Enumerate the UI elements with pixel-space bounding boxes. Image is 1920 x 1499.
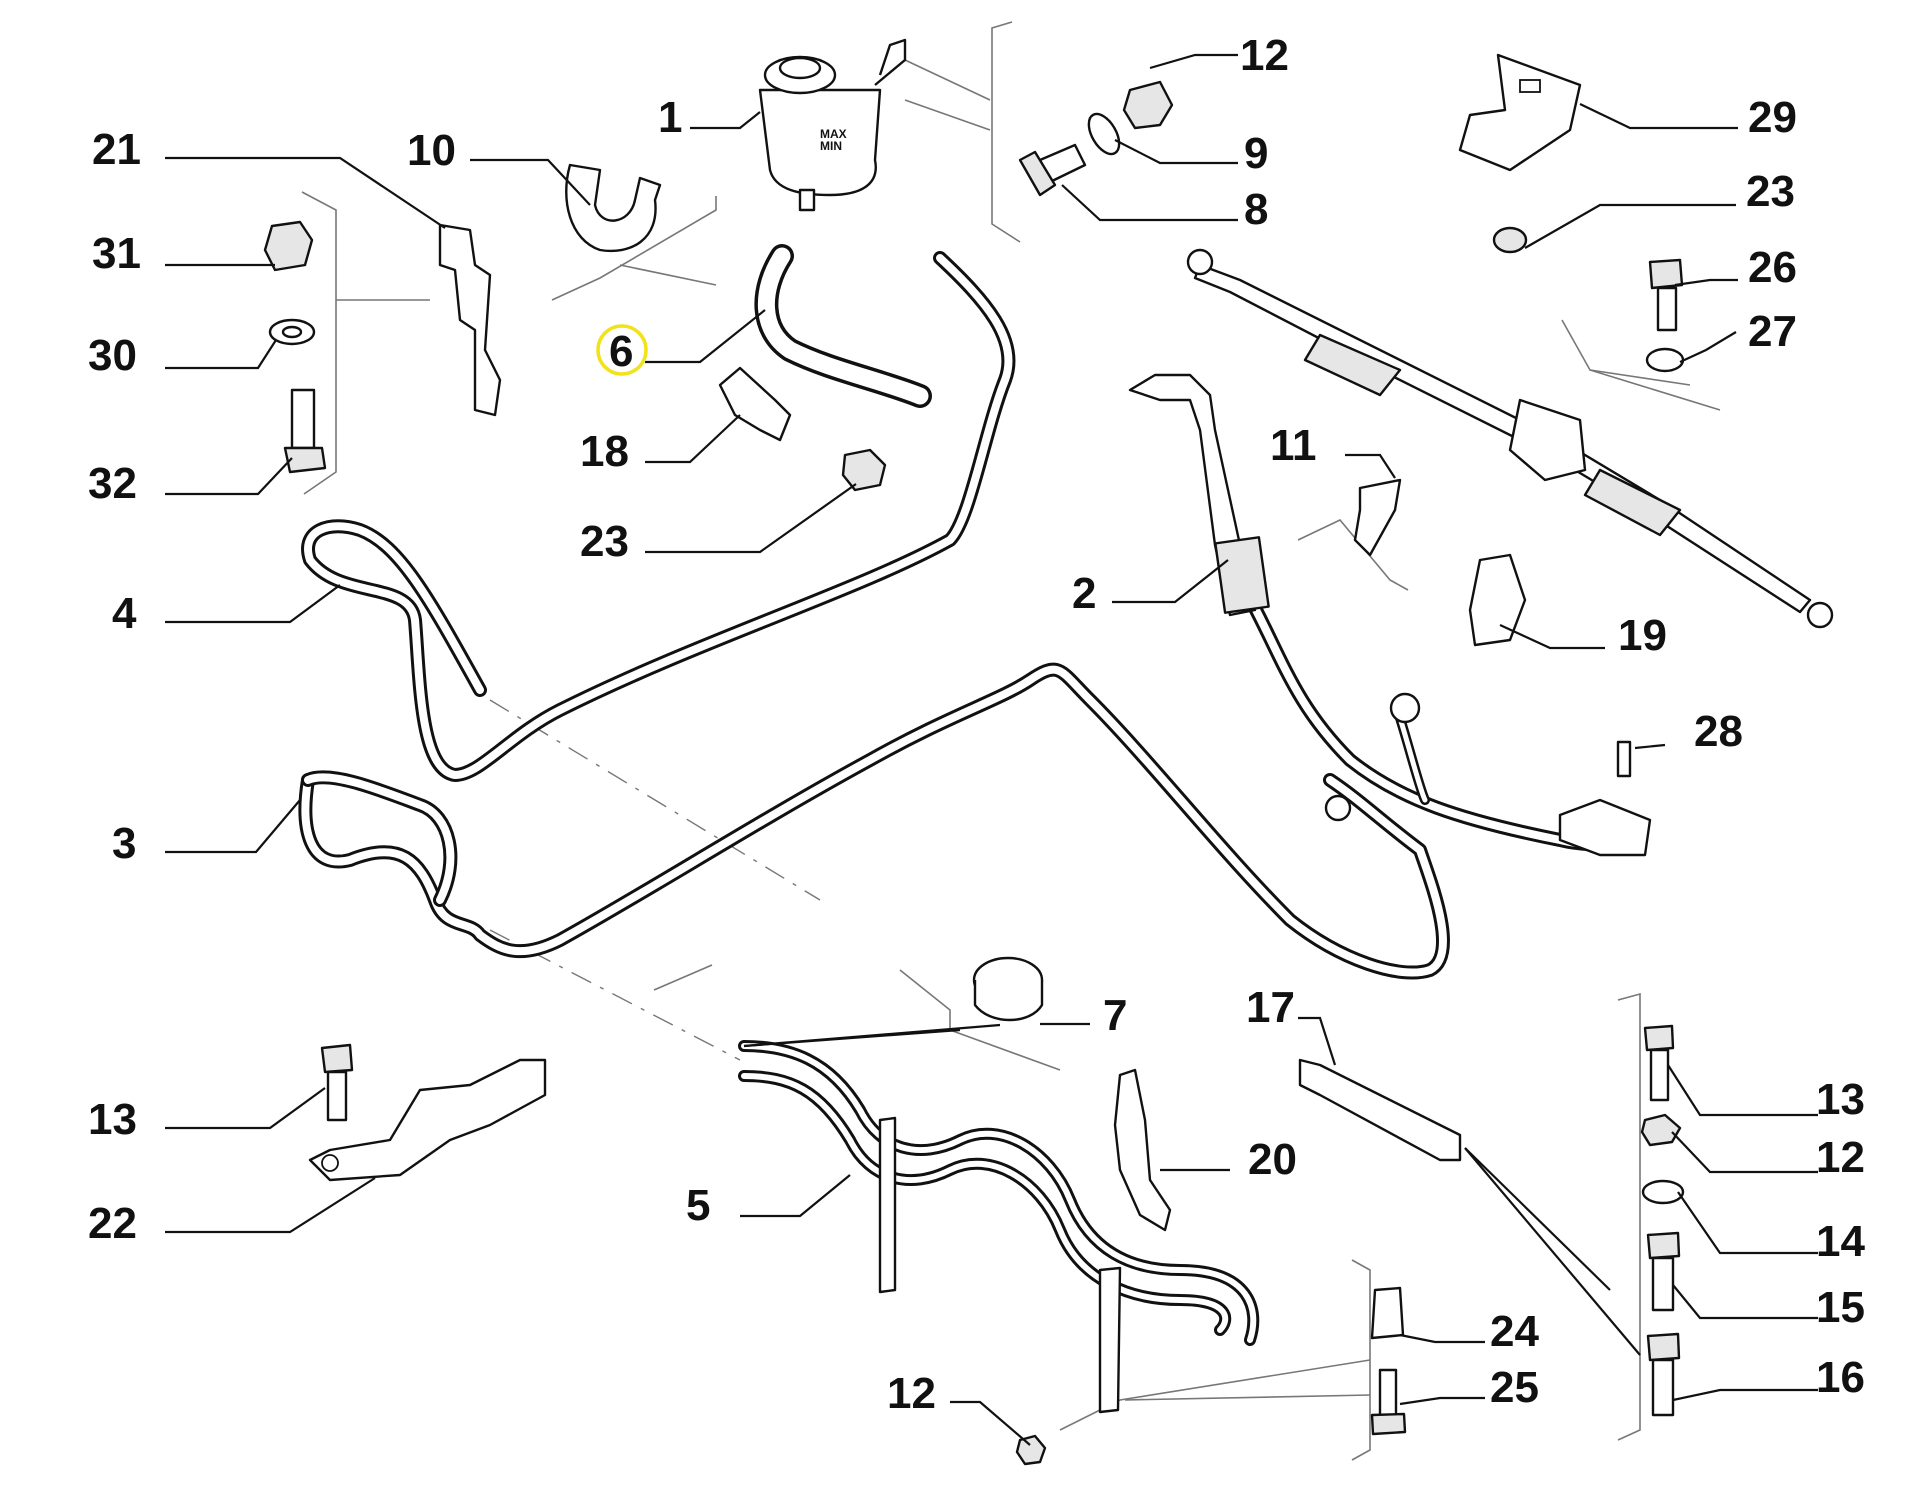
- reservoir-max-mark: MAX: [820, 127, 847, 141]
- nut-23-part: [841, 448, 887, 492]
- bolt-13-right-part: [1643, 1024, 1675, 1102]
- washer-14-part: [1641, 1179, 1685, 1205]
- callout-16: 16: [1816, 1353, 1865, 1402]
- nut-24-part: [1370, 1286, 1405, 1340]
- callout-12-top: 12: [1240, 31, 1289, 80]
- bolt-13-left-part: [320, 1043, 354, 1122]
- bolt-32-part: [283, 388, 327, 474]
- callout-17: 17: [1246, 983, 1295, 1032]
- callout-5: 5: [686, 1181, 710, 1230]
- callout-2: 2: [1072, 569, 1096, 618]
- callout-13-right: 13: [1816, 1075, 1865, 1124]
- bracket-20-part: [1113, 1068, 1172, 1232]
- callout-3: 3: [112, 819, 136, 868]
- bracket-17-part: [1298, 1058, 1462, 1162]
- reservoir-min-mark: MIN: [820, 139, 842, 153]
- bolt-16-part: [1646, 1332, 1681, 1417]
- washer-9-part: [1087, 112, 1121, 156]
- leader-lines: [165, 53, 1818, 1446]
- callout-20: 20: [1248, 1135, 1297, 1184]
- bracket-21-part: [438, 223, 502, 417]
- callout-18: 18: [580, 427, 629, 476]
- screw-28-part: [1616, 740, 1632, 778]
- callout-10: 10: [407, 126, 456, 175]
- callout-9: 9: [1244, 129, 1268, 178]
- steering-rack-part: [1186, 248, 1834, 629]
- callout-7: 7: [1103, 991, 1127, 1040]
- bracket-11-part: [1353, 478, 1402, 557]
- callout-28: 28: [1694, 707, 1743, 756]
- callout-4: 4: [112, 589, 137, 638]
- callout-12-bottom: 12: [887, 1369, 936, 1418]
- callout-14: 14: [1816, 1217, 1865, 1266]
- callout-30: 30: [88, 331, 137, 380]
- callout-21: 21: [92, 125, 141, 174]
- callout-25: 25: [1490, 1363, 1539, 1412]
- washer-27-part: [1645, 347, 1685, 373]
- callout-8: 8: [1244, 185, 1268, 234]
- callout-24: 24: [1490, 1307, 1539, 1356]
- nut-12-bottom-part: [1015, 1434, 1047, 1466]
- callout-31: 31: [92, 229, 141, 278]
- bolt-26-part: [1648, 258, 1684, 332]
- callout-labels: 1 2 3 4 5 6 7 8 9 10 11 12 12 12 13 13 1…: [88, 31, 1865, 1418]
- bolt-15-part: [1646, 1231, 1681, 1312]
- grommet-23-right-part: [1492, 226, 1528, 254]
- nut-12-top-part: [1122, 80, 1174, 130]
- callout-6: 6: [609, 327, 633, 376]
- clip-18-part: [718, 366, 792, 442]
- nut-31-part: [263, 220, 314, 272]
- reservoir-part: MAX MIN: [758, 38, 907, 212]
- callout-15: 15: [1816, 1283, 1865, 1332]
- clip-19-part: [1468, 553, 1527, 647]
- clamp-part: [565, 163, 662, 253]
- pipes: [298, 244, 1637, 1346]
- callout-29: 29: [1748, 93, 1797, 142]
- highlight-ring: [596, 324, 648, 376]
- group-brackets: [301, 21, 1721, 1461]
- callout-27: 27: [1748, 307, 1797, 356]
- callout-1: 1: [658, 93, 682, 142]
- callout-26: 26: [1748, 243, 1797, 292]
- callout-13-left: 13: [88, 1095, 137, 1144]
- nut-12-right-part: [1640, 1113, 1682, 1147]
- callout-19: 19: [1618, 611, 1667, 660]
- clip-22-part: [308, 1058, 547, 1182]
- callout-23-right: 23: [1746, 167, 1795, 216]
- callout-23-left: 23: [580, 517, 629, 566]
- bracket-29-part: [1458, 53, 1582, 172]
- bolt-25-part: [1370, 1368, 1407, 1436]
- callout-22: 22: [88, 1199, 137, 1248]
- callout-11: 11: [1270, 421, 1317, 470]
- clamp-7-part: [972, 956, 1044, 1022]
- parts: MAX MIN: [263, 38, 1834, 1466]
- callout-12-right: 12: [1816, 1133, 1865, 1182]
- callout-32: 32: [88, 459, 137, 508]
- bolt-8-part: [1018, 143, 1087, 197]
